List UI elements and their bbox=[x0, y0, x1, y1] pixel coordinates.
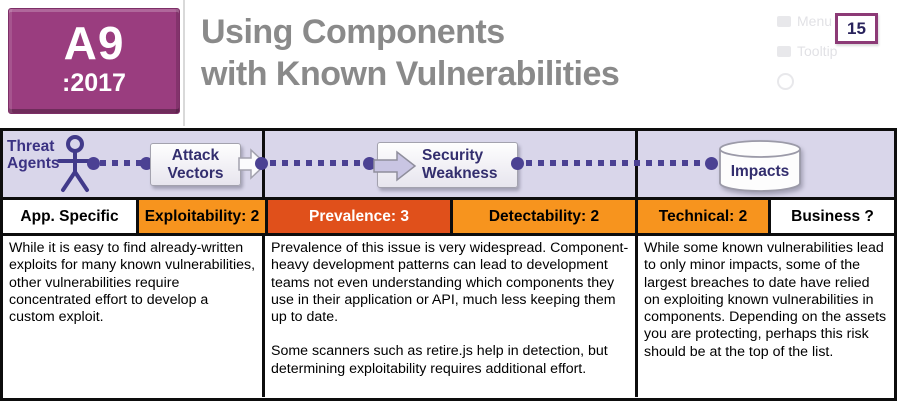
connector-dot bbox=[140, 157, 153, 170]
flow-diagram-row: Threat Agents Attack Vectors bbox=[3, 131, 894, 200]
risk-rating-table: Threat Agents Attack Vectors bbox=[0, 128, 897, 401]
watermark-menu-label: Menu bbox=[797, 13, 833, 29]
rating-cell-business: Business ? bbox=[768, 200, 894, 233]
paragraph: While some known vulnerabilities lead to… bbox=[644, 240, 887, 360]
connector-dot bbox=[255, 157, 268, 170]
dotted-connector bbox=[526, 160, 706, 166]
dotted-connector bbox=[100, 160, 144, 166]
title-line-2: with Known Vulnerabilities bbox=[201, 55, 620, 93]
page-title: Using Components with Known Vulnerabiliti… bbox=[201, 11, 620, 95]
rating-header-row: App. Specific Exploitability: 2 Prevalen… bbox=[3, 200, 894, 236]
watermark-extra-item bbox=[777, 70, 877, 92]
impacts-cylinder: Impacts bbox=[718, 139, 802, 193]
rating-cell-prevalence: Prevalence: 3 bbox=[265, 200, 450, 233]
risk-badge: A9 :2017 bbox=[8, 8, 180, 114]
risk-code: A9 bbox=[63, 17, 125, 69]
security-weakness-box: Security Weakness bbox=[373, 142, 518, 188]
impact-description: While some known vulnerabilities lead to… bbox=[635, 236, 894, 397]
rating-cell-exploitability: Exploitability: 2 bbox=[136, 200, 265, 233]
tooltip-icon bbox=[777, 45, 791, 57]
paragraph: Prevalence of this issue is very widespr… bbox=[271, 240, 629, 326]
database-cylinder-icon bbox=[719, 140, 801, 192]
description-row: While it is easy to find already-written… bbox=[3, 236, 894, 397]
connector-dot bbox=[705, 157, 718, 170]
watermark-menu-item: Menu bbox=[777, 10, 877, 32]
threat-agent-stick-figure-icon bbox=[57, 135, 93, 192]
watermark-tooltip-label: Tooltip bbox=[797, 43, 838, 59]
rating-cell-app-specific: App. Specific bbox=[3, 200, 136, 233]
header-divider bbox=[183, 0, 185, 126]
circle-icon bbox=[777, 72, 794, 90]
connector-dot bbox=[363, 157, 376, 170]
prevalence-description: Prevalence of this issue is very widespr… bbox=[262, 236, 635, 397]
exploitability-description: While it is easy to find already-written… bbox=[3, 236, 262, 397]
right-arrow-icon bbox=[238, 148, 268, 180]
menu-icon bbox=[777, 15, 791, 27]
connector-dot bbox=[511, 157, 524, 170]
risk-year: :2017 bbox=[62, 69, 126, 97]
rating-cell-detectability: Detectability: 2 bbox=[450, 200, 635, 233]
paragraph: While it is easy to find already-written… bbox=[9, 240, 256, 326]
paragraph: Some scanners such as retire.js help in … bbox=[271, 343, 608, 377]
threat-agents-label: Threat Agents bbox=[7, 138, 60, 172]
page-number: 15 bbox=[835, 13, 878, 44]
title-line-1: Using Components bbox=[201, 13, 505, 51]
attack-vectors-box: Attack Vectors bbox=[150, 143, 241, 186]
rating-cell-technical: Technical: 2 bbox=[635, 200, 768, 233]
watermark-tooltip-item: Tooltip bbox=[777, 40, 877, 62]
impacts-label: Impacts bbox=[730, 163, 790, 180]
dotted-connector bbox=[270, 160, 366, 166]
right-arrow-icon bbox=[373, 150, 417, 182]
overlay-watermark: Menu Tooltip bbox=[777, 10, 877, 100]
connector-dot bbox=[87, 157, 100, 170]
